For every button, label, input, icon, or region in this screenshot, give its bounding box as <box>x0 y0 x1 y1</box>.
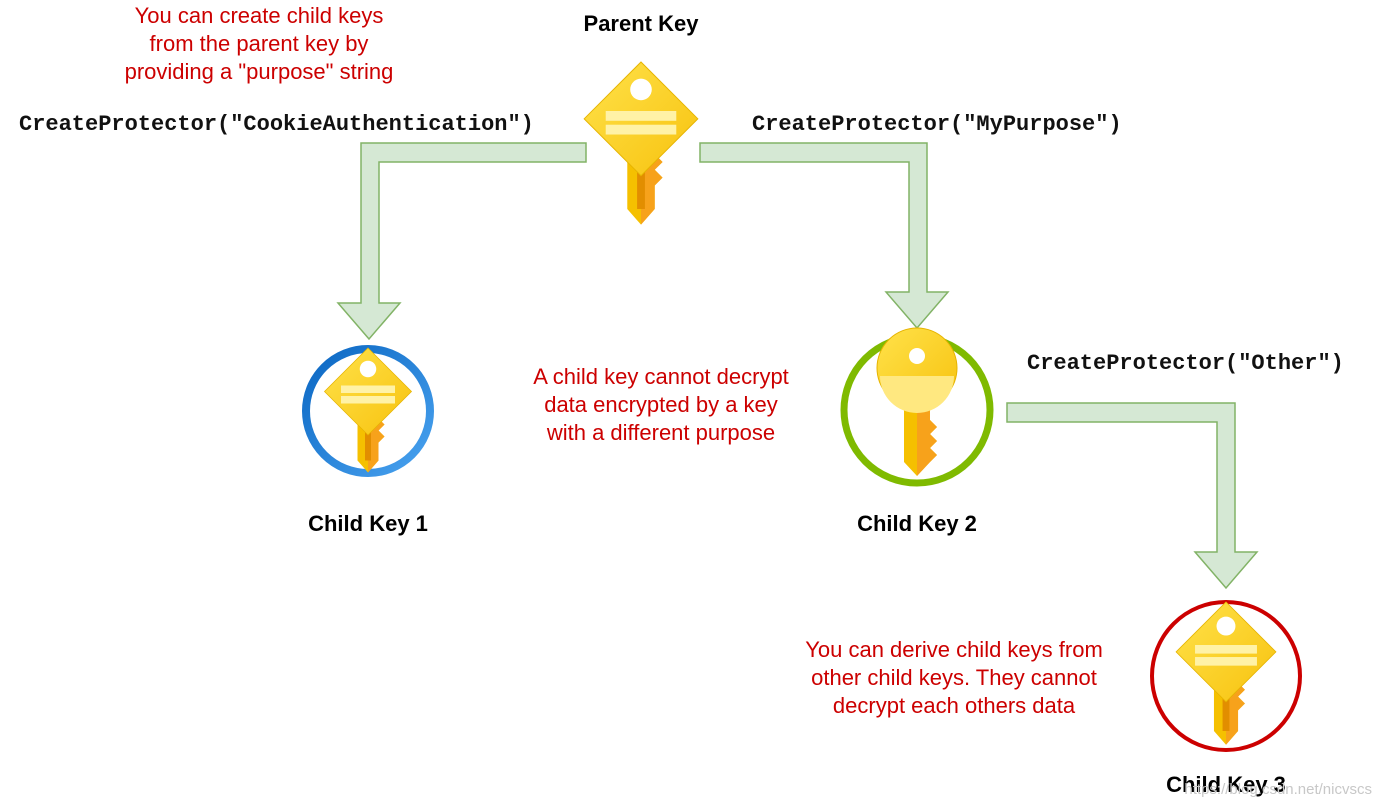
call-label-mypurpose: CreateProtector("MyPurpose") <box>752 112 1122 137</box>
arrow-child2-to-child3 <box>1006 402 1259 590</box>
note-line: You can derive child keys from <box>805 637 1103 662</box>
note-line: You can create child keys <box>135 3 384 28</box>
watermark: https://blog.csdn.net/nicvscs <box>1184 781 1372 798</box>
key-icon <box>324 347 412 473</box>
parent-key-icon <box>583 61 699 226</box>
note-line: data encrypted by a key <box>544 392 778 417</box>
note-middle: A child key cannot decrypt data encrypte… <box>533 364 789 445</box>
key-icon <box>1175 601 1277 746</box>
child-key-2-node <box>840 327 994 487</box>
child-key-1-node <box>302 345 434 477</box>
child-key-1-label: Child Key 1 <box>308 511 428 536</box>
parent-key-label: Parent Key <box>584 11 700 36</box>
call-label-cookie: CreateProtector("CookieAuthentication") <box>19 112 534 137</box>
note-line: other child keys. They cannot <box>811 665 1097 690</box>
note-line: providing a "purpose" string <box>125 59 394 84</box>
call-label-other: CreateProtector("Other") <box>1027 351 1344 376</box>
arrow-parent-to-child1 <box>336 142 587 341</box>
note-line: from the parent key by <box>150 31 369 56</box>
child-key-2-label: Child Key 2 <box>857 511 977 536</box>
note-bottom: You can derive child keys from other chi… <box>805 637 1103 718</box>
note-top-left: You can create child keys from the paren… <box>125 3 394 84</box>
child-key-3-node <box>1150 600 1302 752</box>
note-line: with a different purpose <box>546 420 775 445</box>
arrow-parent-to-child2 <box>699 142 950 330</box>
round-key-icon <box>876 327 958 476</box>
note-line: A child key cannot decrypt <box>533 364 789 389</box>
child-key-3-label: Child Key 3 <box>1166 772 1286 797</box>
note-line: decrypt each others data <box>833 693 1076 718</box>
